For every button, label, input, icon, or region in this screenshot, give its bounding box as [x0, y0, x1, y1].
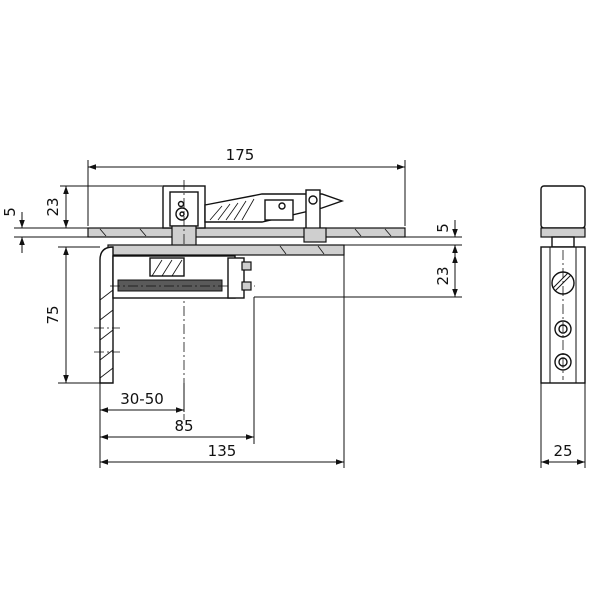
dim-top-height: 23 [44, 197, 62, 216]
side-view [540, 185, 586, 468]
front-view [87, 180, 406, 420]
dim-bracket-height: 75 [44, 305, 62, 324]
dim-plate-thickness-left: 5 [1, 207, 19, 217]
dim-base-length: 135 [208, 442, 237, 460]
dim-pivot-distance: 85 [174, 417, 193, 435]
dim-plate-thickness-right: 5 [434, 223, 452, 233]
dim-side-width: 25 [553, 442, 572, 460]
side-top-cap [540, 185, 586, 229]
top-plate-holes [99, 228, 392, 237]
dimension-lines [14, 160, 462, 468]
dim-overall-width: 175 [226, 146, 255, 164]
dimension-labels: 175 23 5 75 5 23 30-50 85 135 25 [1, 146, 573, 460]
top-plate [87, 227, 406, 238]
end-nut [227, 257, 245, 299]
dim-offset-range: 30-50 [120, 390, 164, 408]
adjusting-spindle [117, 279, 223, 292]
dim-arm-height: 23 [434, 266, 452, 285]
lower-arm-plate [107, 244, 345, 256]
